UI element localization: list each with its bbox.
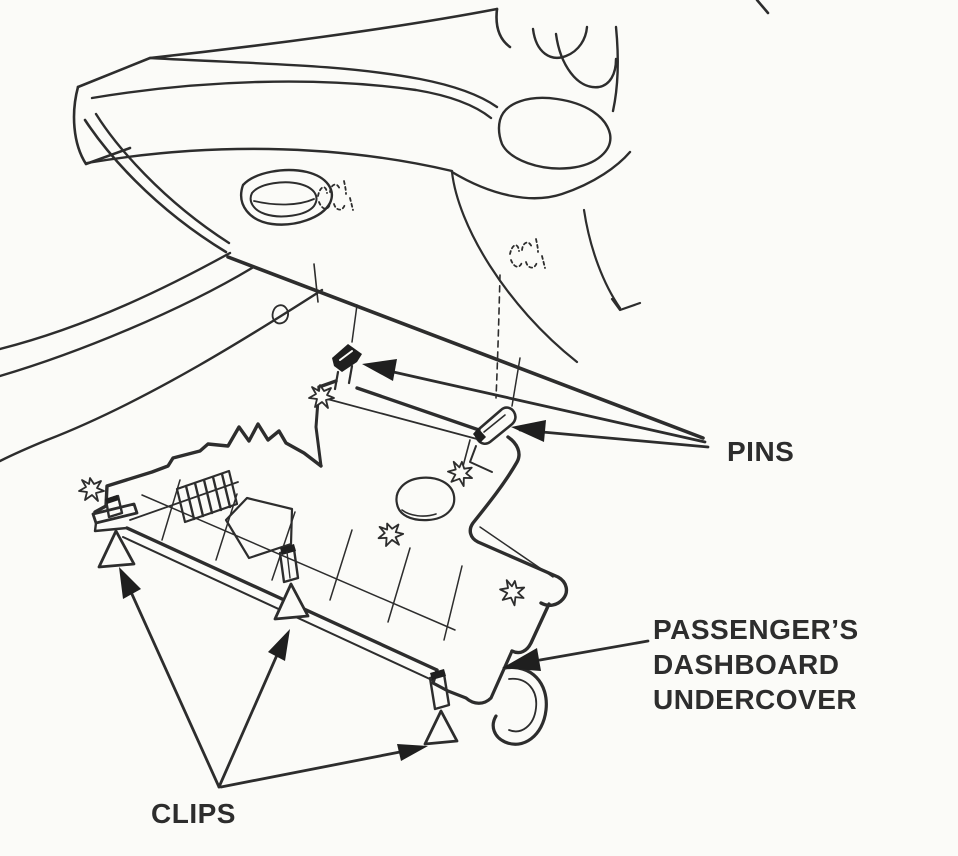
undercover-label: PASSENGER’S DASHBOARD UNDERCOVER [653,612,859,717]
clips-callout-arrows [119,567,428,789]
undercover-label-line2: DASHBOARD [653,649,840,680]
pin-top-right [469,357,521,473]
pins-callout-arrows [362,359,710,449]
undercover-label-line1: PASSENGER’S [653,614,859,645]
stamp-mark-console [509,238,546,269]
pins-label: PINS [727,436,795,467]
center-console-outline [450,25,642,399]
dashboard-outline [0,0,770,463]
glovebox-handle-cutout [240,168,333,226]
clip-marker-middle [273,544,310,621]
stamp-mark-glovebox [317,180,354,211]
panel-clip-glyphs [78,384,526,607]
undercover-panel [91,379,569,746]
undercover-label-line3: UNDERCOVER [653,684,858,715]
clips-label: CLIPS [151,798,236,829]
pin-top-left [332,304,362,391]
clip-marker-left [97,494,136,569]
clip-marker-right [423,669,459,746]
undercover-callout-arrow [502,639,650,671]
